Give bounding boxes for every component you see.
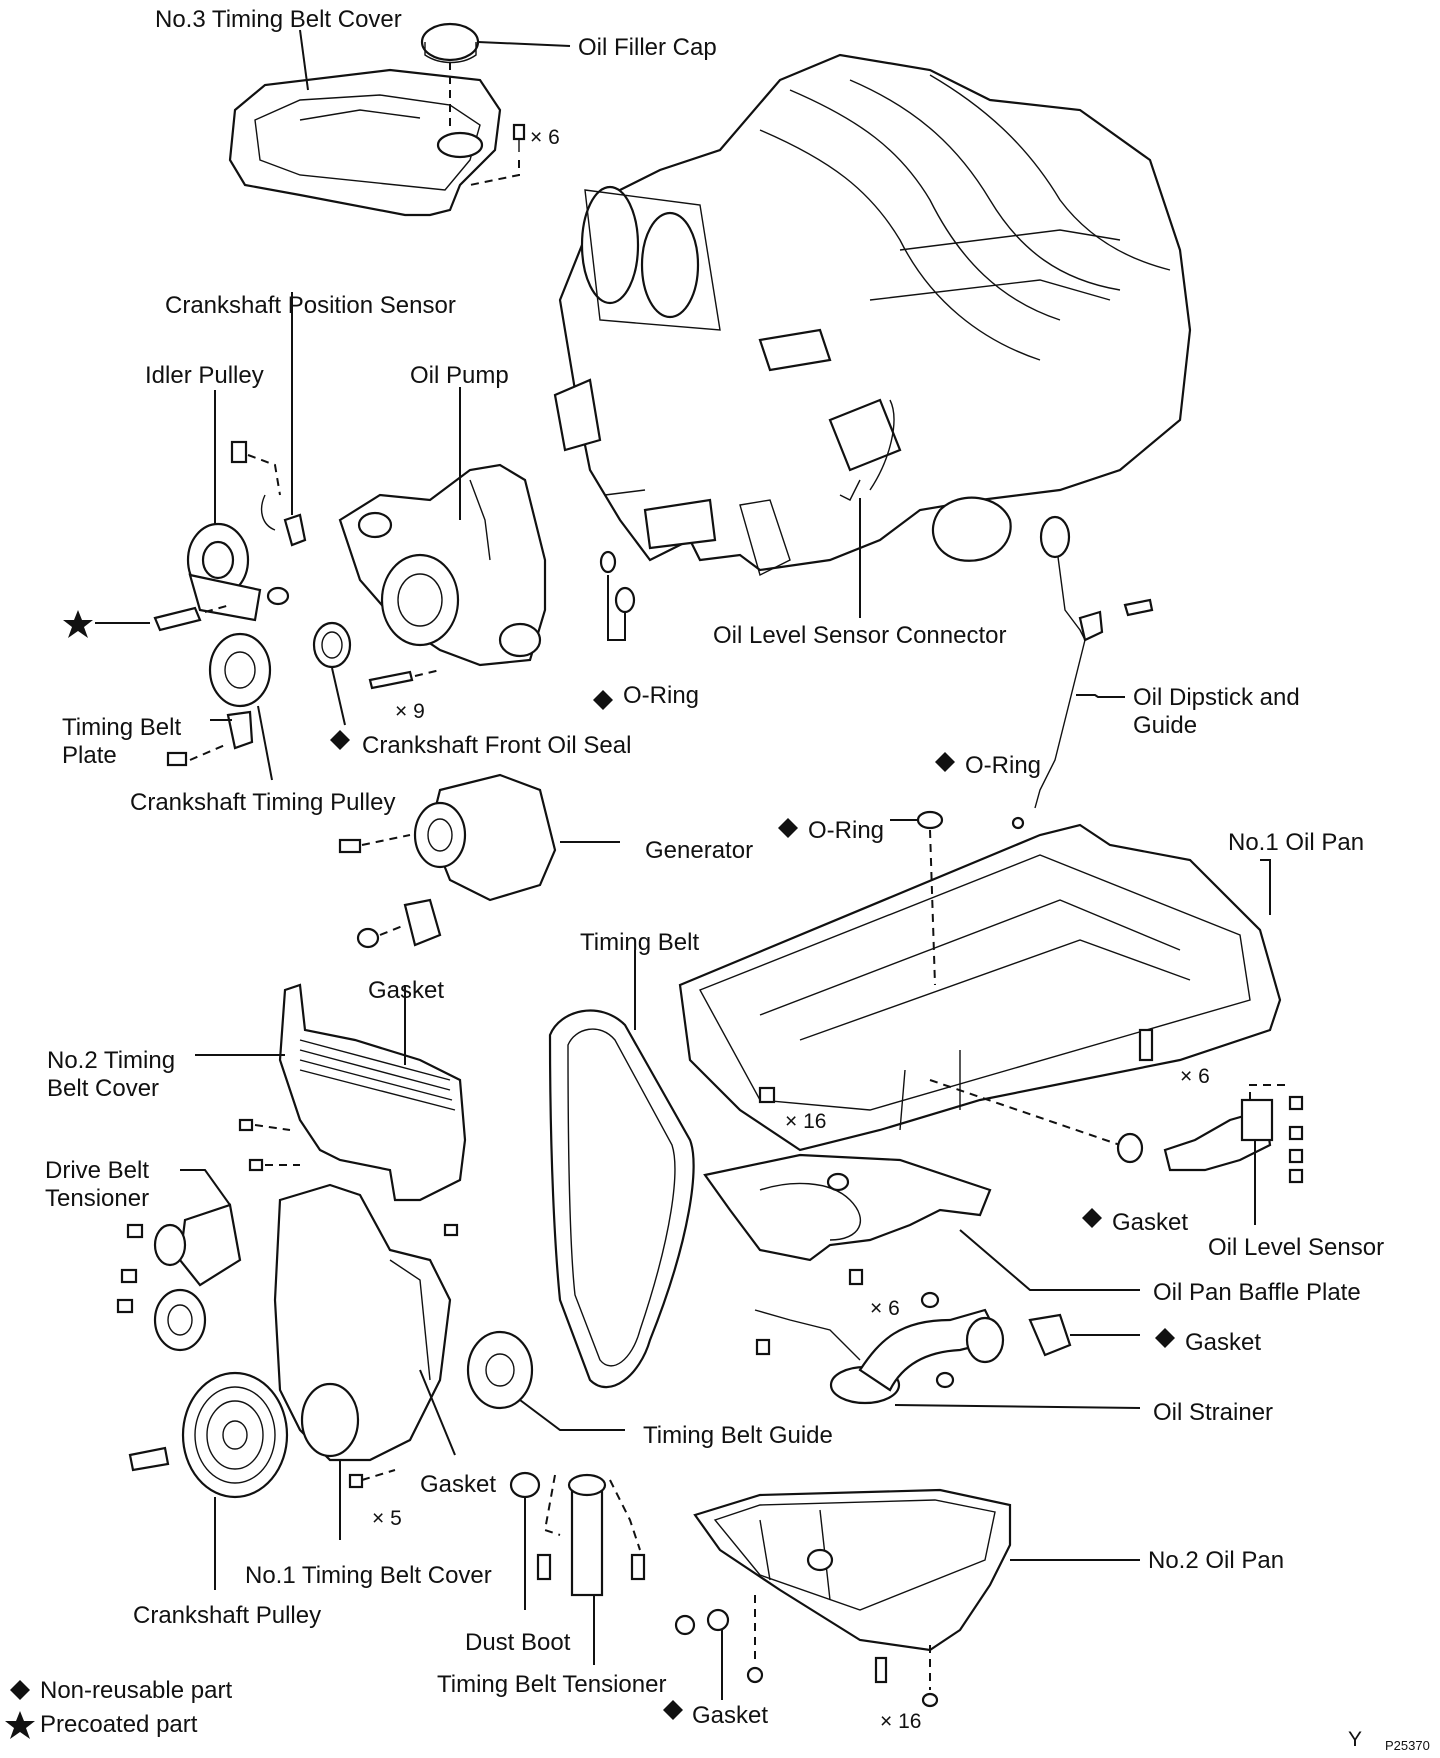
oil-level-sensor-part	[1116, 1084, 1304, 1225]
diamond-icon	[330, 730, 350, 750]
crankshaft-position-sensor-part	[230, 292, 307, 547]
diamond-icon	[1155, 1328, 1175, 1348]
label-o-ring-pan: O-Ring	[808, 817, 884, 844]
label-gasket-sensor: Gasket	[1112, 1209, 1188, 1236]
legend-non-reusable: Non-reusable part	[40, 1677, 232, 1704]
crankshaft-front-oil-seal-part	[312, 621, 352, 726]
label-x16-pan: × 16	[785, 1110, 826, 1133]
label-x16-bottom: × 16	[880, 1710, 921, 1733]
diamond-icon	[935, 752, 955, 772]
oil-pump-part	[338, 387, 547, 667]
diamond-icon	[1082, 1208, 1102, 1228]
star-icon	[63, 610, 93, 638]
star-bolt-part	[95, 604, 231, 632]
timing-belt-guide-part	[466, 1330, 625, 1431]
label-x6-pan: × 6	[1180, 1065, 1210, 1088]
label-drive-belt-tensioner-2: Tensioner	[45, 1185, 149, 1212]
generator-part	[338, 773, 620, 949]
label-generator: Generator	[645, 837, 753, 864]
no3-timing-belt-cover-part	[228, 68, 502, 217]
label-timing-belt: Timing Belt	[580, 929, 699, 956]
label-crankshaft-position-sensor: Crankshaft Position Sensor	[165, 292, 456, 319]
label-no2-oil-pan: No.2 Oil Pan	[1148, 1547, 1284, 1574]
diamond-icon	[778, 818, 798, 838]
label-x6-baffle: × 6	[870, 1297, 900, 1320]
legend-diamond-icon	[10, 1680, 30, 1700]
no1-oil-pan-part	[678, 810, 1282, 1152]
label-timing-belt-plate-1: Timing Belt	[62, 714, 181, 741]
crankshaft-pulley-part	[128, 1371, 289, 1590]
label-no1-oil-pan: No.1 Oil Pan	[1228, 829, 1364, 856]
timing-belt-plate-part	[166, 710, 254, 767]
label-oil-pan-baffle-plate: Oil Pan Baffle Plate	[1153, 1279, 1361, 1306]
diamond-icon	[593, 690, 613, 710]
label-timing-belt-guide: Timing Belt Guide	[643, 1422, 833, 1449]
label-x9: × 9	[395, 700, 425, 723]
label-oil-filler-cap: Oil Filler Cap	[578, 34, 717, 61]
label-oil-level-sensor: Oil Level Sensor	[1208, 1234, 1384, 1261]
label-crankshaft-pulley: Crankshaft Pulley	[133, 1602, 321, 1629]
legend-star-icon	[5, 1711, 35, 1739]
o-ring-pair	[599, 550, 636, 641]
label-o-ring-left: O-Ring	[623, 682, 699, 709]
oil-dipstick-part	[1011, 515, 1154, 830]
label-idler-pulley: Idler Pulley	[145, 362, 264, 389]
label-oil-level-sensor-connector: Oil Level Sensor Connector	[713, 622, 1006, 649]
label-crankshaft-front-oil-seal: Crankshaft Front Oil Seal	[362, 732, 631, 759]
label-y-mark: Y	[1348, 1728, 1362, 1751]
legend-precoated: Precoated part	[40, 1711, 198, 1738]
bolt-x9	[368, 669, 441, 690]
label-figure-code: P25370	[1385, 1738, 1430, 1753]
crankshaft-timing-pulley-part	[208, 632, 273, 781]
label-gasket-strainer: Gasket	[1185, 1329, 1261, 1356]
drive-belt-tensioner-part	[116, 1169, 242, 1352]
oil-pan-baffle-plate-part	[703, 1153, 1140, 1291]
non-reusable-symbols	[63, 610, 1175, 1720]
part-labels: No.3 Timing Belt Cover Oil Filler Cap × …	[45, 6, 1430, 1753]
label-x6-top: × 6	[530, 126, 560, 149]
label-drive-belt-tensioner-1: Drive Belt	[45, 1157, 149, 1184]
bolt-x6-top	[469, 123, 526, 186]
label-x5: × 5	[372, 1507, 402, 1530]
label-dust-boot: Dust Boot	[465, 1629, 571, 1656]
label-gasket-cover: Gasket	[368, 977, 444, 1004]
label-no2-timing-belt-cover-2: Belt Cover	[47, 1075, 159, 1102]
no2-oil-pan-part	[674, 1488, 1140, 1708]
legend: Non-reusable part Precoated part	[5, 1677, 232, 1739]
label-oil-dipstick-and-guide-2: Guide	[1133, 712, 1197, 739]
label-oil-strainer: Oil Strainer	[1153, 1399, 1273, 1426]
label-no3-timing-belt-cover: No.3 Timing Belt Cover	[155, 6, 402, 33]
label-oil-dipstick-and-guide-1: Oil Dipstick and	[1133, 684, 1300, 711]
idler-pulley-part	[186, 522, 290, 622]
label-o-ring-dipstick: O-Ring	[965, 752, 1041, 779]
label-timing-belt-plate-2: Plate	[62, 742, 117, 769]
oil-strainer-part	[754, 1291, 1141, 1409]
oil-filler-cap-part	[420, 22, 571, 130]
label-no1-timing-belt-cover: No.1 Timing Belt Cover	[245, 1562, 492, 1589]
label-no2-timing-belt-cover-1: No.2 Timing	[47, 1047, 175, 1074]
timing-belt-part	[548, 950, 695, 1389]
label-gasket-bottom: Gasket	[692, 1702, 768, 1729]
label-crankshaft-timing-pulley: Crankshaft Timing Pulley	[130, 789, 395, 816]
label-oil-pump: Oil Pump	[410, 362, 509, 389]
label-timing-belt-tensioner: Timing Belt Tensioner	[437, 1671, 666, 1698]
timing-belt-tensioner-part	[509, 1471, 646, 1665]
diamond-icon	[663, 1700, 683, 1720]
engine-block	[553, 53, 1192, 577]
no1-timing-belt-cover-part	[273, 1183, 459, 1540]
label-gasket-no1-cover: Gasket	[420, 1471, 496, 1498]
no2-timing-belt-cover-part	[195, 983, 467, 1202]
